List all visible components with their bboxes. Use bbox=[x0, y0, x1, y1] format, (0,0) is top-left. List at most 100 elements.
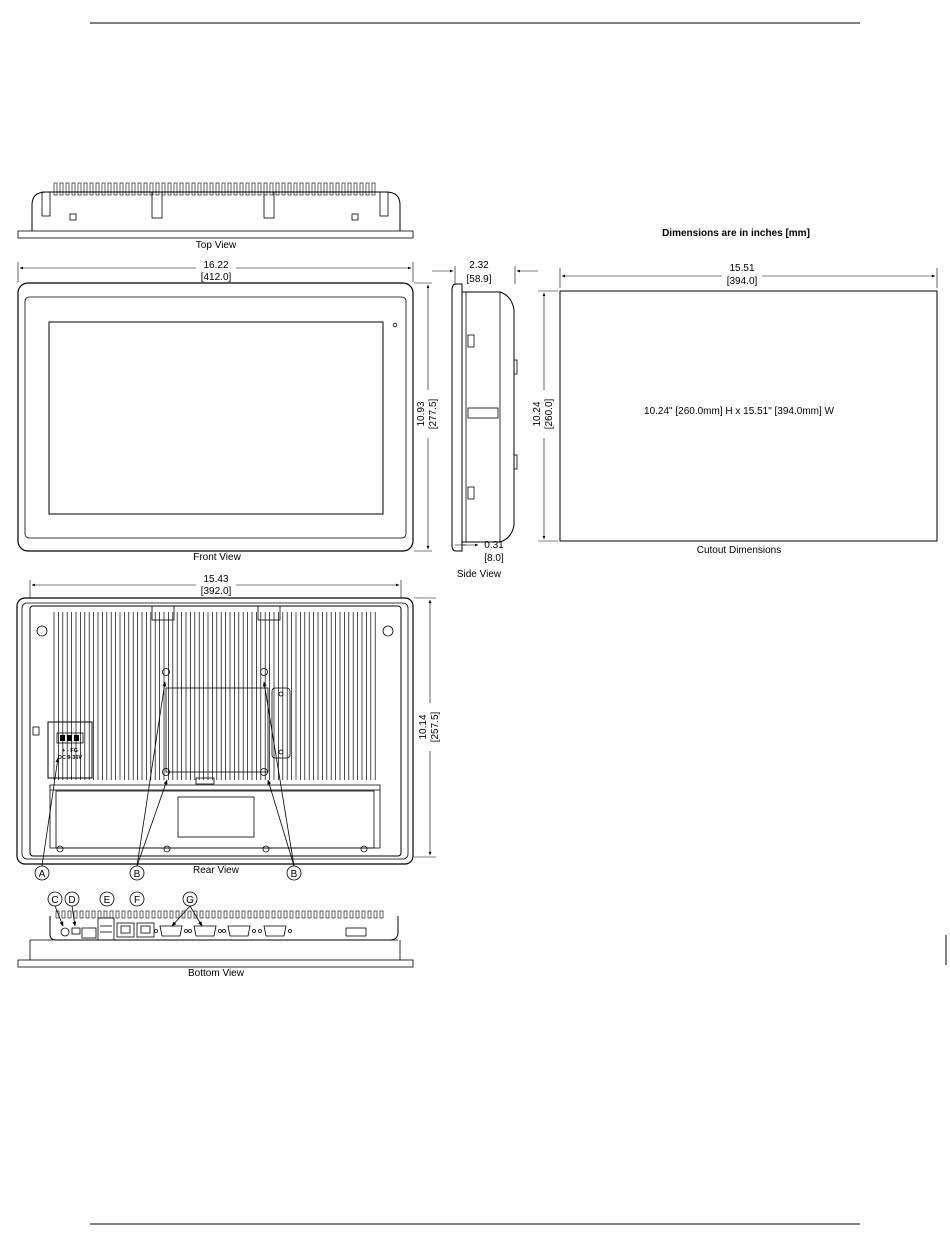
heatsink-fin bbox=[252, 183, 255, 195]
heatsink-fin bbox=[96, 183, 99, 195]
bottom-view-label: Bottom View bbox=[188, 968, 245, 979]
heatsink-fin bbox=[174, 183, 177, 195]
power-terminal-polarity: + - FG bbox=[62, 748, 78, 754]
heatsink-fin bbox=[158, 911, 161, 918]
heatsink-fin bbox=[156, 183, 159, 195]
heatsink-fin bbox=[54, 183, 57, 195]
heatsink-fin bbox=[66, 183, 69, 195]
heatsink-fin bbox=[228, 183, 231, 195]
side-view: 2.32 [58.9] 0.31 [8.0] Side View bbox=[432, 260, 538, 580]
heatsink-fin bbox=[282, 183, 285, 195]
heatsink-fin bbox=[218, 911, 221, 918]
rear-bezel-inner bbox=[22, 603, 408, 859]
front-height-inches: 10.93 bbox=[416, 401, 427, 426]
heatsink-fin bbox=[326, 911, 329, 918]
heatsink-fin bbox=[330, 183, 333, 195]
heatsink-fin bbox=[374, 911, 377, 918]
bottom-serial-port-1 bbox=[160, 926, 182, 936]
heatsink-fin bbox=[288, 183, 291, 195]
heatsink-fin bbox=[366, 183, 369, 195]
heatsink-fin bbox=[308, 911, 311, 918]
heatsink-fin bbox=[92, 911, 95, 918]
heatsink-fin bbox=[246, 183, 249, 195]
heatsink-fin bbox=[140, 911, 143, 918]
cutout-width-mm: [394.0] bbox=[727, 276, 758, 287]
heatsink-fin bbox=[164, 911, 167, 918]
heatsink-fin bbox=[380, 911, 383, 918]
heatsink-fin bbox=[224, 911, 227, 918]
heatsink-fin bbox=[62, 911, 65, 918]
cutout-height-mm: [260.0] bbox=[544, 398, 555, 429]
rear-lower-compartment bbox=[50, 785, 380, 848]
front-view-label: Front View bbox=[193, 552, 241, 563]
rear-height-mm: [257.5] bbox=[430, 711, 441, 742]
callout-d-label: D bbox=[68, 895, 75, 906]
heatsink-fin bbox=[236, 911, 239, 918]
heatsink-fin bbox=[212, 911, 215, 918]
front-view: 16.22 [412.0] 10.93 [277.5] Front View bbox=[18, 260, 440, 563]
heatsink-fin bbox=[254, 911, 257, 918]
heatsink-fin bbox=[276, 183, 279, 195]
heatsink-fin bbox=[344, 911, 347, 918]
callout-b-left-label: B bbox=[134, 869, 141, 880]
heatsink-fin bbox=[360, 183, 363, 195]
heatsink-fin bbox=[168, 183, 171, 195]
rear-view: 15.43 [392.0] + - FG DC 9-36V bbox=[17, 571, 441, 880]
power-terminal-voltage: DC 9-36V bbox=[58, 755, 82, 761]
top-view-label: Top View bbox=[196, 240, 237, 251]
bottom-port-d bbox=[72, 928, 80, 934]
heatsink-fin bbox=[116, 911, 119, 918]
heatsink-fin bbox=[86, 911, 89, 918]
front-led-indicator bbox=[393, 323, 397, 327]
side-depth-mm: [58.9] bbox=[466, 274, 491, 285]
rear-heatsink-fins bbox=[54, 612, 375, 780]
heatsink-fin bbox=[210, 183, 213, 195]
heatsink-fin bbox=[222, 183, 225, 195]
bottom-view-heatsink-fins bbox=[56, 911, 383, 918]
heatsink-fin bbox=[234, 183, 237, 195]
heatsink-fin bbox=[192, 183, 195, 195]
heatsink-fin bbox=[312, 183, 315, 195]
callout-a-label: A bbox=[39, 869, 46, 880]
front-bezel-inner bbox=[25, 297, 406, 538]
bottom-serial-port-2 bbox=[194, 926, 216, 936]
heatsink-fin bbox=[248, 911, 251, 918]
callout-g-label: G bbox=[186, 895, 194, 906]
heatsink-fin bbox=[74, 911, 77, 918]
heatsink-fin bbox=[354, 183, 357, 195]
heatsink-fin bbox=[240, 183, 243, 195]
heatsink-fin bbox=[230, 911, 233, 918]
top-view: Top View bbox=[18, 183, 413, 251]
heatsink-fin bbox=[294, 183, 297, 195]
heatsink-fin bbox=[284, 911, 287, 918]
cutout-width-inches: 15.51 bbox=[729, 263, 754, 274]
callout-f-label: F bbox=[134, 895, 140, 906]
heatsink-fin bbox=[356, 911, 359, 918]
bottom-view: C D E F G Bottom View bbox=[18, 892, 413, 979]
heatsink-fin bbox=[320, 911, 323, 918]
heatsink-fin bbox=[264, 183, 267, 195]
heatsink-fin bbox=[302, 911, 305, 918]
heatsink-fin bbox=[324, 183, 327, 195]
heatsink-fin bbox=[122, 911, 125, 918]
side-bezel bbox=[452, 284, 462, 551]
front-height-mm: [277.5] bbox=[428, 398, 439, 429]
heatsink-fin bbox=[258, 183, 261, 195]
front-width-inches: 16.22 bbox=[203, 260, 228, 271]
dimensions-note: Dimensions are in inches [mm] bbox=[662, 228, 810, 239]
side-bezel-inches: 0.31 bbox=[484, 540, 504, 551]
rear-width-mm: [392.0] bbox=[201, 586, 232, 597]
bottom-ethernet-port-2 bbox=[137, 923, 154, 937]
heatsink-fin bbox=[170, 911, 173, 918]
heatsink-fin bbox=[242, 911, 245, 918]
heatsink-fin bbox=[176, 911, 179, 918]
front-width-mm: [412.0] bbox=[201, 272, 232, 283]
cutout-height-inches: 10.24 bbox=[532, 401, 543, 426]
heatsink-fin bbox=[102, 183, 105, 195]
heatsink-fin bbox=[318, 183, 321, 195]
heatsink-fin bbox=[132, 183, 135, 195]
heatsink-fin bbox=[296, 911, 299, 918]
heatsink-fin bbox=[68, 911, 71, 918]
bottom-usb-ports bbox=[98, 918, 114, 940]
heatsink-fin bbox=[78, 183, 81, 195]
